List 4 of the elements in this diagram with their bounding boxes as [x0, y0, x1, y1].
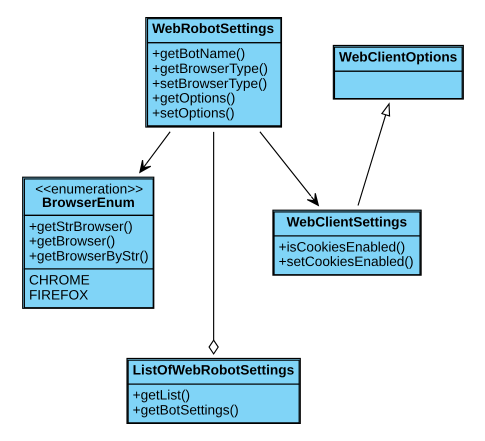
connector — [208, 132, 218, 355]
arrow — [138, 131, 170, 173]
arrow — [258, 131, 318, 206]
arrow — [356, 102, 390, 206]
